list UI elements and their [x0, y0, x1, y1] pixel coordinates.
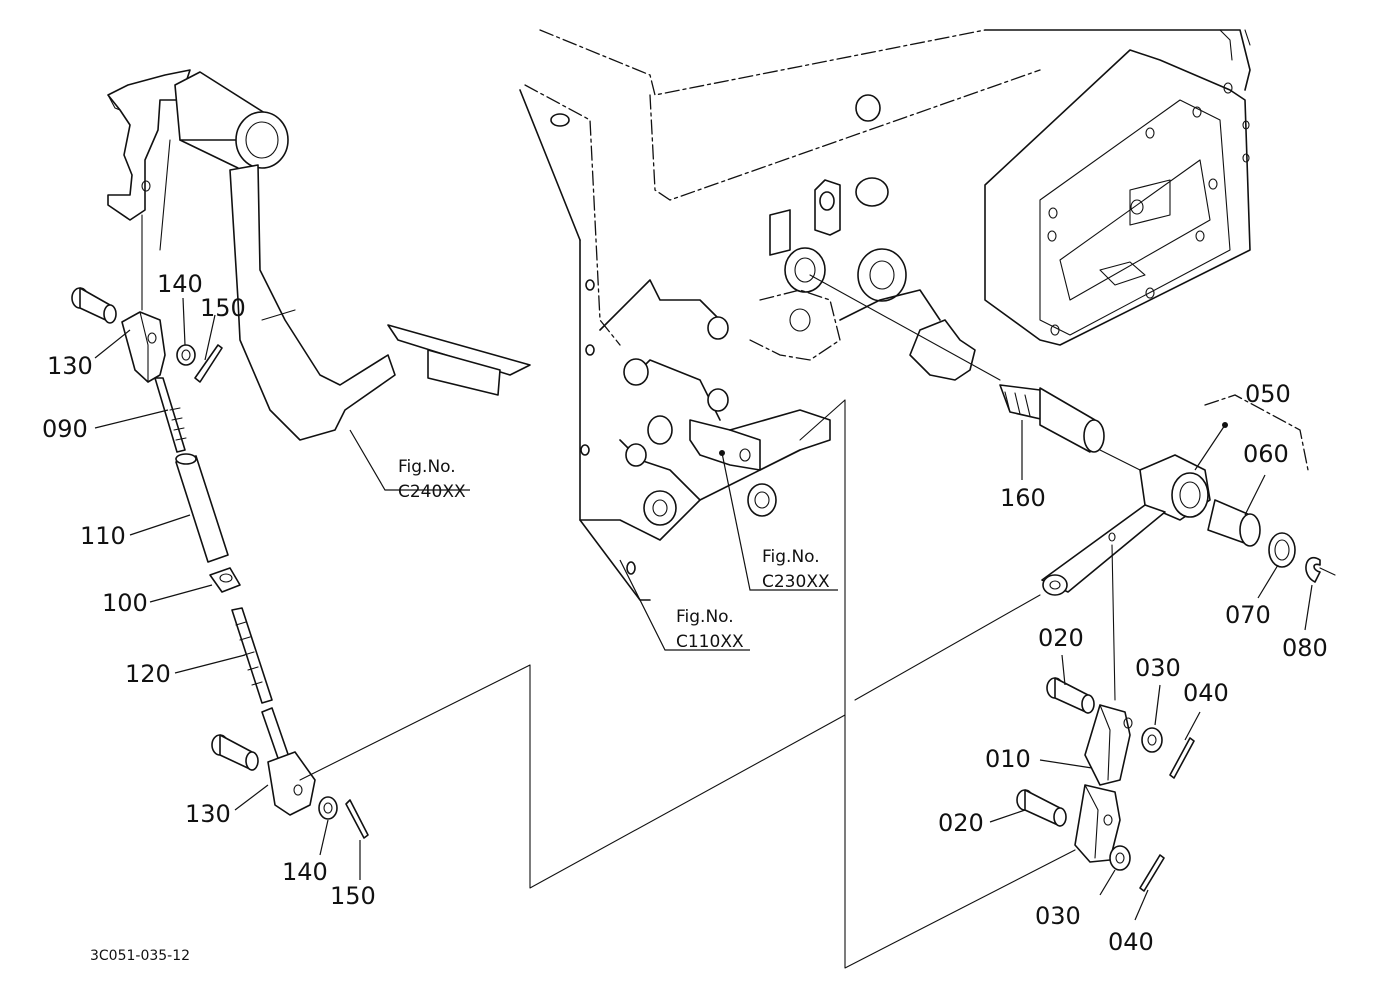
callout-030-bottom: 030	[1035, 902, 1081, 930]
reference-lines	[299, 399, 1076, 969]
fig-ref-c230-line1: Fig.No.	[762, 547, 820, 567]
rod-090	[154, 377, 186, 453]
turnbuckle-110	[175, 455, 229, 563]
split-pin-150-bottom	[345, 799, 369, 839]
clevis-pin-130-top	[71, 287, 117, 324]
transmission-housing	[519, 29, 1251, 601]
washer-030-bottom	[1109, 845, 1131, 871]
washer-140-bottom	[318, 796, 338, 820]
callout-060: 060	[1243, 440, 1289, 468]
nut-100	[209, 567, 241, 593]
part-callouts: 130 140 150 090 110 100 120 130 140 150 …	[42, 270, 1328, 956]
fig-ref-c110-line1: Fig.No.	[676, 607, 734, 627]
clevis-010	[1074, 704, 1133, 863]
fig-ref-c240-line2: C240XX	[398, 482, 466, 502]
figure-reference-c110: Fig.No. C110XX	[676, 607, 744, 652]
callout-140-top: 140	[157, 270, 203, 298]
callout-100: 100	[102, 589, 148, 617]
right-box-housing	[984, 29, 1251, 346]
clevis-pin-020-bottom	[1016, 789, 1067, 827]
callout-160: 160	[1000, 484, 1046, 512]
split-pin-150-top	[194, 344, 223, 383]
left-rod-linkage	[71, 214, 369, 839]
fig-ref-c240-line1: Fig.No.	[398, 457, 456, 477]
callout-010: 010	[985, 745, 1031, 773]
figure-reference-c230: Fig.No. C230XX	[762, 547, 830, 592]
figure-reference-c240: Fig.No. C240XX	[398, 457, 466, 502]
split-pin-040-top	[1169, 737, 1195, 779]
callout-150-bottom: 150	[330, 882, 376, 910]
callout-040-top: 040	[1183, 679, 1229, 707]
brake-pedal-assembly	[107, 69, 531, 441]
callout-090: 090	[42, 415, 88, 443]
callout-050: 050	[1245, 380, 1291, 408]
callout-020-top: 020	[1038, 624, 1084, 652]
arm-assembly-bracket	[1204, 394, 1309, 471]
washer-030-top	[1141, 727, 1163, 753]
callout-020-bottom: 020	[938, 809, 984, 837]
leader-lines	[94, 297, 1313, 921]
drawing-code: 3C051-035-12	[90, 948, 190, 964]
washer-070	[1268, 532, 1296, 568]
snap-ring-080	[1305, 556, 1321, 583]
rod-end-clevis-bottom	[267, 751, 316, 816]
brake-arm-050	[1041, 454, 1211, 596]
callout-130-top: 130	[47, 352, 93, 380]
callout-080: 080	[1282, 634, 1328, 662]
rod-120	[231, 607, 273, 704]
fig-ref-c110-line2: C110XX	[676, 632, 744, 652]
callout-040-bottom: 040	[1108, 928, 1154, 956]
callout-070: 070	[1225, 601, 1271, 629]
rod-end-clevis-top	[121, 311, 166, 383]
split-pin-040-bottom	[1139, 854, 1165, 892]
clevis-pin-130-bottom	[211, 734, 259, 771]
callout-150-top: 150	[200, 294, 246, 322]
right-arm-assembly	[809, 274, 1336, 892]
callout-140-bottom: 140	[282, 858, 328, 886]
callout-110: 110	[80, 522, 126, 550]
callout-120: 120	[125, 660, 171, 688]
callout-130-bottom: 130	[185, 800, 231, 828]
clevis-pin-020-top	[1046, 677, 1095, 714]
pivot-pin-160	[999, 384, 1105, 453]
fig-ref-c230-line2: C230XX	[762, 572, 830, 592]
washer-140-top	[176, 344, 196, 366]
callout-030-top: 030	[1135, 654, 1181, 682]
